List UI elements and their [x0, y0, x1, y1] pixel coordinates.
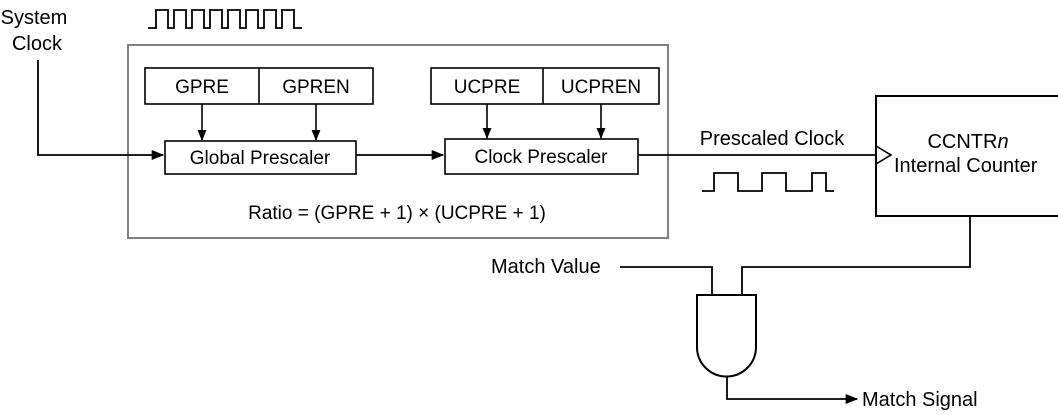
match-value-line	[620, 266, 713, 295]
match-signal-line	[726, 376, 859, 405]
ucpren-label: UCPREN	[561, 77, 641, 98]
clock-input-triangle	[875, 145, 893, 165]
match-signal-label: Match Signal	[862, 389, 978, 411]
global-prescaler-box	[164, 140, 357, 175]
prescaled-clock-label: Prescaled Clock	[700, 128, 846, 150]
ucpre-register-box	[430, 67, 660, 105]
counter-output-line	[741, 216, 971, 295]
gpren-label: GPREN	[282, 77, 350, 98]
gpre-label: GPRE	[175, 77, 229, 98]
global-prescaler-label: Global Prescaler	[190, 148, 331, 169]
counter-line2: Internal Counter	[894, 155, 1038, 177]
system-clock-line	[37, 60, 165, 161]
match-value-label: Match Value	[491, 256, 601, 278]
internal-counter-box	[875, 95, 1058, 217]
prescaler-frame	[127, 44, 669, 239]
ucpre-label: UCPRE	[454, 77, 521, 98]
clock-prescaler-label: Clock Prescaler	[474, 147, 608, 168]
system-clock-waveform	[148, 9, 302, 29]
prescaled-clock-waveform	[702, 172, 834, 192]
clock-prescaler-box	[444, 138, 639, 175]
and-gate	[696, 294, 757, 378]
counter-name: CCNTRn	[927, 131, 1008, 153]
ratio-formula: Ratio = (GPRE + 1) × (UCPRE + 1)	[248, 203, 546, 224]
system-clock-label-line1: System	[1, 7, 68, 29]
system-clock-label-line2: Clock	[12, 33, 63, 55]
